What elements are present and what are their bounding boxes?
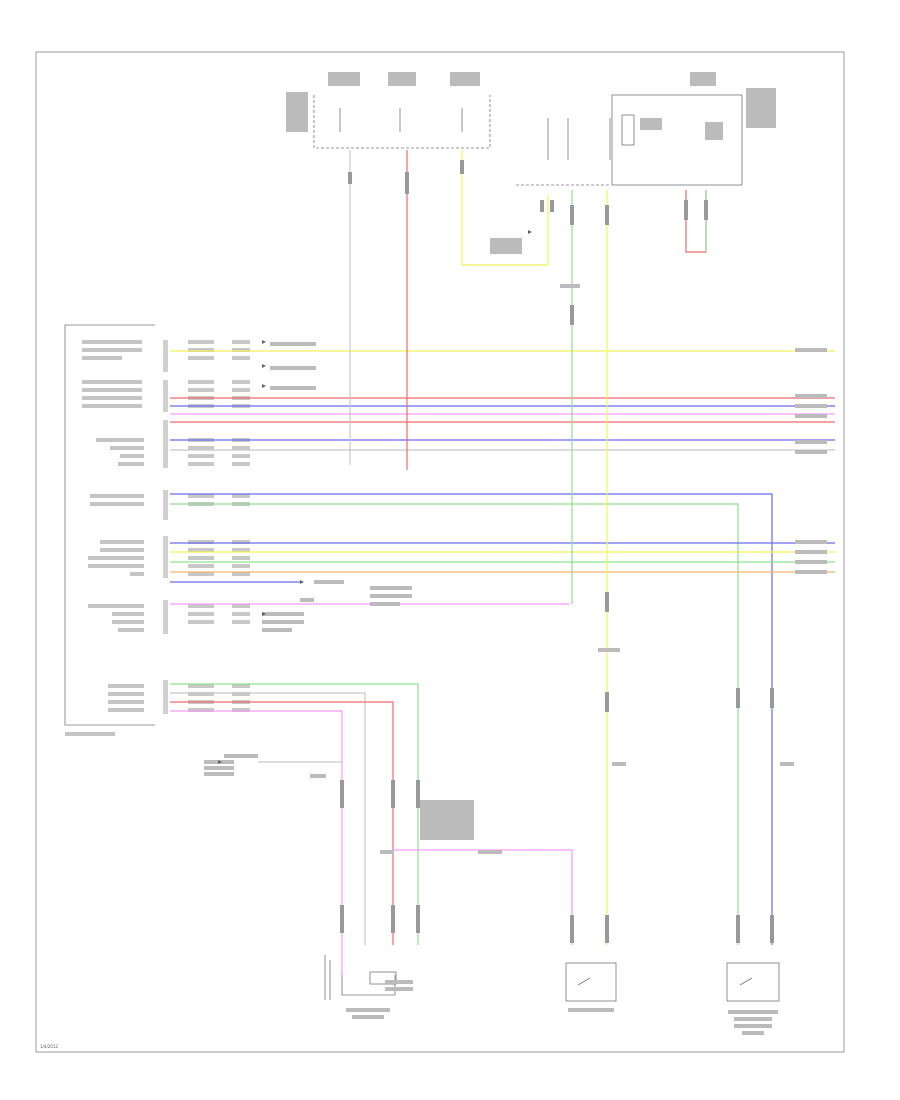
bottom-labels [346,980,778,1035]
wire-pink-splice [393,849,573,945]
module-box [64,324,155,726]
wire-red-lower [170,701,394,945]
diagram-frame [35,51,845,1053]
component-left-motor [324,955,397,1000]
fuse-box-labels [286,72,776,254]
wire-green-lower [170,683,419,945]
component-right-switch [726,962,780,1002]
wire-yellow-loop [461,150,549,266]
wire-blue-3 [170,493,773,945]
component-middle-switch [565,962,617,1002]
wire-pink-lower [170,710,343,975]
module-pin-labels [65,340,144,736]
wire-code-column [188,340,250,712]
wire-red-green-jumper [685,190,707,253]
wire-green-1 [170,503,739,945]
fuse-box-group [313,94,743,186]
footer-code: 1/4/2012 [40,1044,58,1049]
connector-marks [340,160,774,943]
wire-grey-lower [170,692,366,945]
wire-tags [204,284,827,854]
pin-number-column [163,340,168,714]
arrow-marks [218,230,532,764]
